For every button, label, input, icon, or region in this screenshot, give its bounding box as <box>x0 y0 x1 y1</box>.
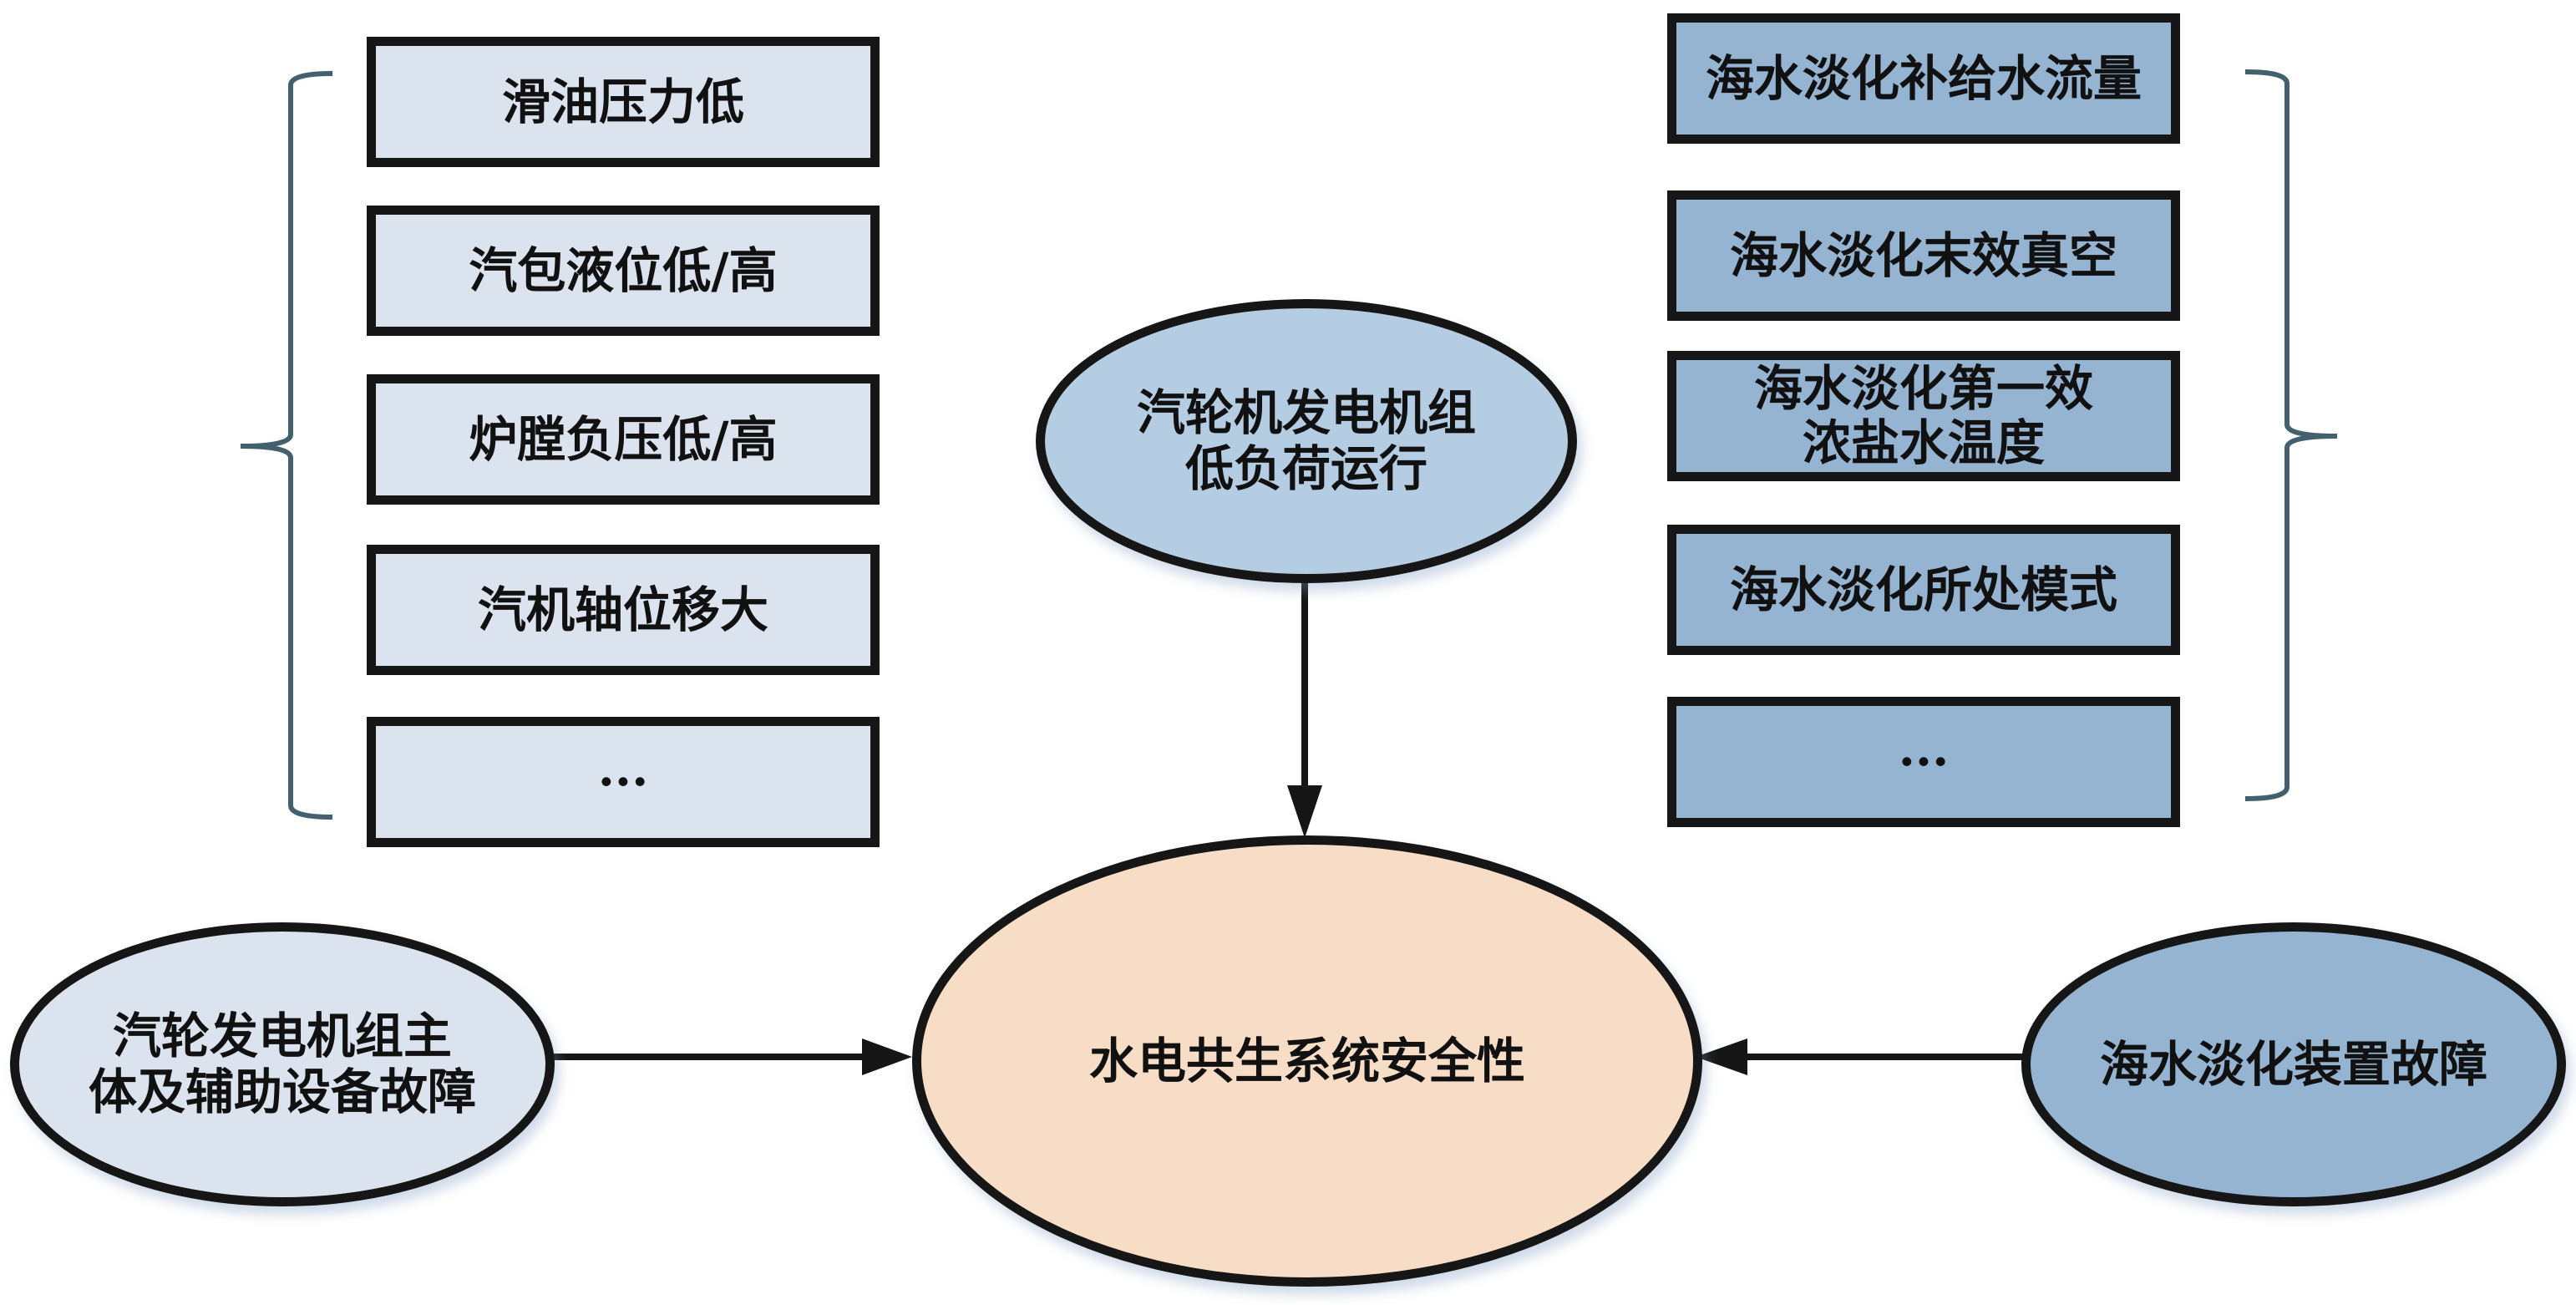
node-low-load-operation-label: 汽轮机发电机组 低负荷运行 <box>1136 384 1476 497</box>
left-factor-label: 汽机轴位移大 <box>477 581 768 638</box>
left-factor-box: 滑油压力低 <box>367 37 880 167</box>
right-factor-box: 海水淡化所处模式 <box>1667 525 2180 655</box>
left-factor-label: 汽包液位低/高 <box>469 241 778 299</box>
left-brace <box>240 71 333 820</box>
left-factor-box: 汽机轴位移大 <box>367 545 880 675</box>
right-factor-label: 海水淡化所处模式 <box>1729 561 2117 618</box>
ellipsis-label: ··· <box>597 753 649 810</box>
node-desalination-fault: 海水淡化装置故障 <box>2021 922 2566 1206</box>
right-factor-box: 海水淡化补给水流量 <box>1667 13 2180 144</box>
ellipsis-label: ··· <box>1898 733 1950 790</box>
left-factor-label: 炉膛负压低/高 <box>469 410 778 468</box>
left-factor-label: 滑油压力低 <box>501 73 744 130</box>
left-factor-box: 汽包液位低/高 <box>367 206 880 336</box>
arrow-top-to-center-head <box>1287 785 1322 838</box>
right-factor-label: 海水淡化第一效 浓盐水温度 <box>1753 360 2093 471</box>
right-factor-label: 海水淡化末效真空 <box>1729 226 2117 284</box>
right-factor-box: 海水淡化第一效 浓盐水温度 <box>1667 351 2180 481</box>
left-factor-box-more: ··· <box>367 717 880 847</box>
node-desalination-fault-label: 海水淡化装置故障 <box>2099 1035 2487 1093</box>
arrow-right-to-center-head <box>1696 1038 1747 1075</box>
left-factor-box: 炉膛负压低/高 <box>367 374 880 505</box>
node-turbine-equipment-fault-label: 汽轮发电机组主 体及辅助设备故障 <box>88 1008 476 1120</box>
node-low-load-operation: 汽轮机发电机组 低负荷运行 <box>1036 299 1577 583</box>
right-factor-label: 海水淡化补给水流量 <box>1705 49 2142 107</box>
right-factor-box: 海水淡化末效真空 <box>1667 190 2180 321</box>
arrow-left-to-center-head <box>862 1038 912 1075</box>
right-brace <box>2244 69 2338 801</box>
right-factor-box-more: ··· <box>1667 697 2180 827</box>
node-turbine-equipment-fault: 汽轮发电机组主 体及辅助设备故障 <box>10 922 555 1206</box>
node-system-safety-label: 水电共生系统安全性 <box>1088 1032 1525 1089</box>
node-system-safety: 水电共生系统安全性 <box>912 835 1702 1287</box>
